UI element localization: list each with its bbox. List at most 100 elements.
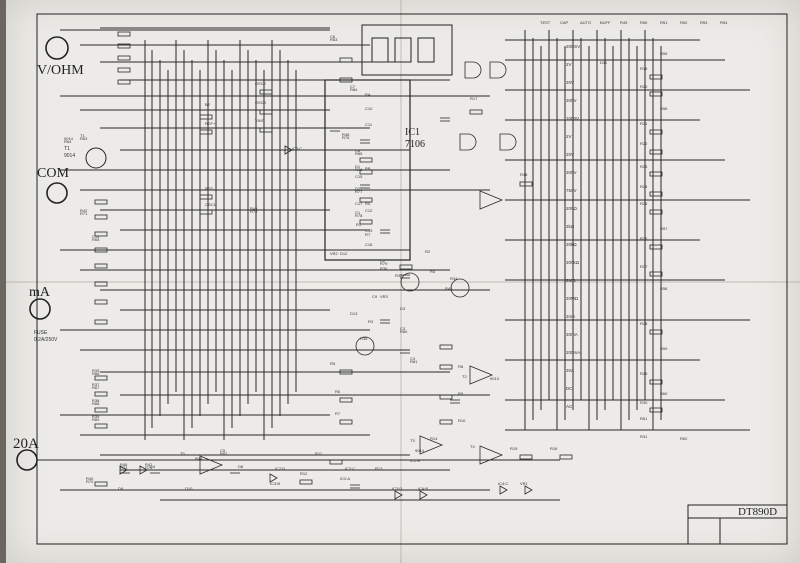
resistor-symbol (94, 263, 108, 269)
component-label-r2: R2 (425, 249, 431, 254)
component-label-r12: R12 (300, 471, 308, 476)
component-label-r27: R27 (640, 264, 648, 269)
fuse-rating: 0.2A/250V (34, 337, 58, 343)
component-label-r44: R44 (195, 456, 203, 461)
logic-gate-symbol (464, 61, 482, 79)
component-label-r80: R80 (400, 329, 408, 334)
resistor-symbol (519, 181, 533, 187)
resistor-symbol (94, 375, 108, 381)
resistor-symbol (94, 214, 108, 220)
resistor-symbol (649, 209, 663, 215)
component-label-r26: R26 (640, 236, 648, 241)
component-label-c7: C7 (350, 84, 356, 89)
component-label-buff: BUFF (600, 20, 611, 25)
terminal-20a-label: 20A (13, 436, 39, 452)
component-label-r74: R74 (145, 465, 153, 470)
component-label-r31: R31 (640, 434, 648, 439)
lcd-display (361, 24, 453, 76)
component-label-t2: T2 (462, 374, 467, 379)
component-label-ic4c: IC4:C (498, 481, 508, 486)
range-label: 20A (566, 368, 574, 373)
component-label-osc3: OSC3 (255, 100, 267, 105)
component-label-rt: RT (365, 232, 371, 237)
resistor-symbol (649, 171, 663, 177)
component-label-r51: R51 (660, 20, 668, 25)
component-label-d1: D1 (355, 164, 361, 169)
resistor-symbol (649, 191, 663, 197)
component-label-r54: R54 (720, 20, 728, 25)
fuse-label: FUSE (34, 330, 48, 336)
component-label-r1: R1 (356, 222, 362, 227)
component-label-r75: R75 (342, 135, 350, 140)
range-label: 20V (566, 80, 574, 85)
range-labels: 200mV2V20V200V1000V2V20V200V750V200Ω2kΩ2… (566, 44, 580, 409)
terminals: V/OHM COM mA 20A (13, 36, 84, 471)
component-label-d8: D8 (238, 464, 244, 469)
resistor-symbol (94, 199, 108, 205)
ic1-part: 7106 (405, 139, 425, 150)
component-label-d4: D4 (150, 464, 156, 469)
component-label-ref2: REF- (205, 186, 215, 191)
component-label-t9014: 9014 (415, 448, 425, 453)
component-label-r45: R45 (250, 206, 258, 211)
component-label-r38: R38 (92, 398, 100, 403)
terminal-ma (29, 298, 51, 320)
component-label-r73: R73 (120, 465, 128, 470)
opamp-symbol (419, 435, 444, 455)
range-label: 200mA (566, 350, 580, 355)
component-label-ic3d: IC3:D (392, 486, 402, 491)
component-label-r29: R29 (640, 371, 648, 376)
component-label-r52: R52 (680, 20, 688, 25)
opamp-symbol (469, 365, 494, 385)
fold-crease (6, 281, 800, 283)
component-label-r40: R40 (86, 476, 94, 481)
component-label-r48: R48 (342, 132, 350, 137)
component-label-c1: C1 (355, 210, 361, 215)
component-label-r72: R72 (250, 209, 258, 214)
component-label-r36: R36 (380, 266, 388, 271)
range-label: 2V (566, 134, 572, 139)
resistor-symbol (359, 197, 373, 203)
resistor-symbol (94, 281, 108, 287)
terminal-v-ohm (45, 36, 69, 60)
component-label-r0: R0 (365, 201, 371, 206)
component-label-c11: C11 (365, 122, 373, 127)
component-label-r58: R58 (660, 286, 668, 291)
diode-symbol (139, 465, 148, 475)
diode-symbol (499, 485, 508, 495)
component-label-bz: BZ (205, 102, 211, 107)
component-label-r42: R42 (80, 208, 88, 213)
component-label-vr2: VR2 (330, 251, 339, 256)
component-label-r68: R68 (92, 401, 100, 406)
opamp-symbol (479, 445, 504, 465)
component-label-r83: R83 (330, 37, 338, 42)
component-label-r22: R22 (640, 141, 648, 146)
component-label-c5: C5 (220, 448, 226, 453)
component-label-r4: R4 (430, 269, 436, 274)
resistor-symbol (329, 459, 343, 465)
component-label-osc1: OSC1 (205, 202, 217, 207)
title-block-model: DT890D (738, 506, 777, 518)
component-label-r15: R15 (510, 446, 518, 451)
component-label-ic2b: IC2:B (410, 458, 420, 463)
component-label-ic3c: IC3:C (292, 146, 302, 151)
resistor-symbol (439, 364, 453, 370)
component-label-r67: R67 (92, 385, 100, 390)
title-block (687, 504, 788, 545)
terminal-com-label: COM (37, 166, 69, 181)
component-label-test: TEST (540, 20, 551, 25)
component-label-r56: R56 (660, 106, 668, 111)
range-label: 200V (566, 98, 577, 103)
terminal-ma-label: mA (29, 285, 51, 300)
component-label-ref: REF+ (205, 121, 216, 126)
transistor-symbol (355, 336, 375, 356)
component-label-r49: R49 (620, 20, 628, 25)
component-label-r47: R47 (145, 462, 153, 467)
component-label-c8: C8 (355, 148, 361, 153)
resistor-symbol (649, 271, 663, 277)
range-label: AC (566, 404, 573, 409)
resistor-symbol (649, 91, 663, 97)
resistor-symbol (299, 479, 313, 485)
